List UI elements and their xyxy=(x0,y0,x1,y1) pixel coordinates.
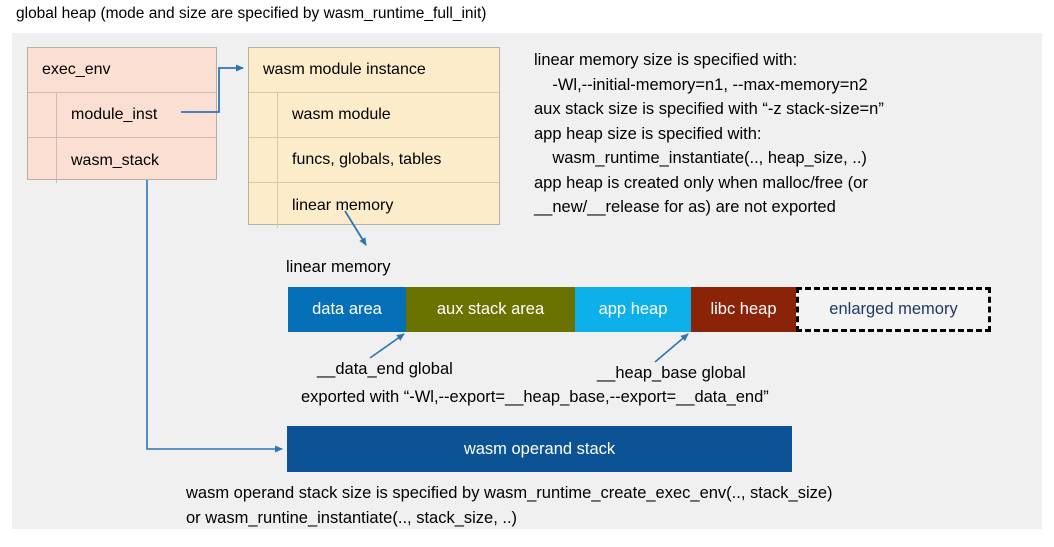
indent-spacer xyxy=(249,138,278,182)
wasm-operand-stack-box: wasm operand stack xyxy=(287,426,792,472)
exec-env-row-label: wasm_stack xyxy=(71,151,160,169)
memory-segment-data-area[interactable]: data area xyxy=(288,287,406,332)
annotation-data-end: __data_end global xyxy=(317,360,453,378)
exec-env-row-wasm-stack[interactable]: wasm_stack xyxy=(28,138,216,183)
annotation-exported-with: exported with “-Wl,--export=__heap_base,… xyxy=(301,388,769,406)
memory-segment-app-heap[interactable]: app heap xyxy=(575,287,691,332)
memory-segment-enlarged-memory[interactable]: enlarged memory xyxy=(796,287,991,332)
module-instance-row-funcs-globals-tables[interactable]: funcs, globals, tables xyxy=(249,138,499,183)
indent-spacer xyxy=(28,93,57,137)
memory-segment-aux-stack-area[interactable]: aux stack area xyxy=(406,287,575,332)
memory-segment-label: libc heap xyxy=(710,300,777,318)
memory-segment-label: aux stack area xyxy=(436,300,545,318)
exec-env-rows: module_inst wasm_stack xyxy=(28,93,216,183)
module-instance-row-linear-memory[interactable]: linear memory xyxy=(249,183,499,228)
module-instance-row-label: wasm module xyxy=(292,106,391,123)
module-instance-row-label: funcs, globals, tables xyxy=(292,151,442,168)
wasm-operand-stack-label: wasm operand stack xyxy=(463,439,616,458)
exec-env-header: exec_env xyxy=(28,48,216,93)
memory-configuration-notes: linear memory size is specified with: -W… xyxy=(534,51,884,216)
indent-spacer xyxy=(249,183,278,228)
exec-env-row-label: module_inst xyxy=(71,106,158,123)
exec-env-row-module-inst[interactable]: module_inst xyxy=(28,93,216,138)
wasm-module-instance-box: wasm module instance wasm module funcs, … xyxy=(248,47,500,228)
linear-memory-caption: linear memory xyxy=(286,258,391,276)
linear-memory-bar: data area aux stack area app heap libc h… xyxy=(288,287,991,332)
operand-stack-footer-note: wasm operand stack size is specified by … xyxy=(186,484,833,527)
module-instance-header: wasm module instance xyxy=(249,48,499,93)
indent-spacer xyxy=(249,93,278,137)
indent-spacer xyxy=(28,138,57,183)
exec-env-box: exec_env module_inst wasm_stack xyxy=(27,47,217,183)
annotation-heap-base: __heap_base global xyxy=(597,364,746,382)
memory-segment-libc-heap[interactable]: libc heap xyxy=(691,287,796,332)
memory-segment-label: app heap xyxy=(598,300,668,318)
memory-segment-label: enlarged memory xyxy=(829,300,958,318)
memory-segment-label: data area xyxy=(312,300,382,318)
module-instance-rows: wasm module funcs, globals, tables linea… xyxy=(249,93,499,228)
module-instance-row-label: linear memory xyxy=(292,196,394,214)
page-title: global heap (mode and size are specified… xyxy=(16,5,487,22)
module-instance-row-wasm-module[interactable]: wasm module xyxy=(249,93,499,138)
